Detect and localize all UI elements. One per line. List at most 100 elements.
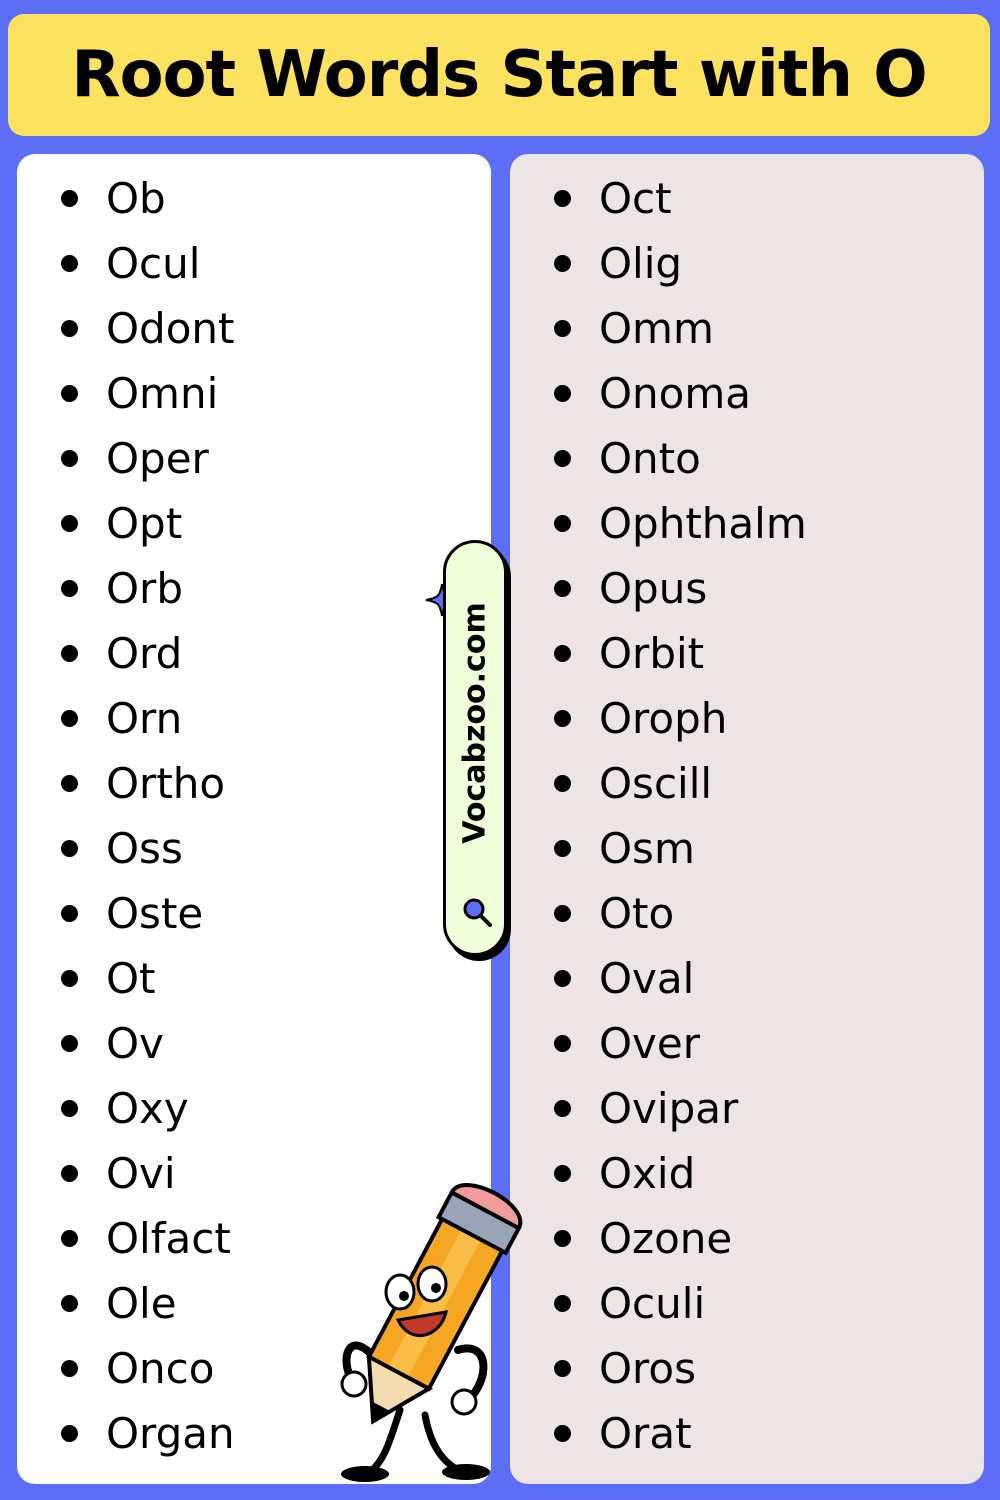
left-word-item: Ov — [61, 1011, 235, 1076]
bullet-icon — [61, 1295, 78, 1312]
root-word: Oss — [106, 824, 183, 873]
right-word-item: Ovipar — [554, 1076, 807, 1141]
root-word: Opt — [106, 499, 183, 548]
root-word: Oxy — [106, 1084, 189, 1133]
root-word: Omm — [599, 304, 714, 353]
right-word-item: Over — [554, 1011, 807, 1076]
root-word: Olig — [599, 239, 683, 288]
root-word: Ortho — [106, 759, 226, 808]
right-word-item: Oroph — [554, 686, 807, 751]
left-word-item: Ortho — [61, 751, 235, 816]
bullet-icon — [554, 1230, 571, 1247]
left-word-item: Orb — [61, 556, 235, 621]
bullet-icon — [554, 1035, 571, 1052]
left-word-item: Organ — [61, 1401, 235, 1466]
bullet-icon — [61, 970, 78, 987]
left-word-item: Ob — [61, 166, 235, 231]
bullet-icon — [61, 515, 78, 532]
right-word-item: Osm — [554, 816, 807, 881]
root-word: Organ — [106, 1409, 235, 1458]
root-word: Oto — [599, 889, 675, 938]
right-word-item: Opus — [554, 556, 807, 621]
left-word-item: Ot — [61, 946, 235, 1011]
root-word: Orn — [106, 694, 183, 743]
right-word-item: Oculi — [554, 1271, 807, 1336]
bullet-icon — [554, 190, 571, 207]
root-word: Oper — [106, 434, 209, 483]
root-word: Ot — [106, 954, 156, 1003]
bullet-icon — [554, 840, 571, 857]
bullet-icon — [554, 1360, 571, 1377]
root-word: Ophthalm — [599, 499, 807, 548]
bullet-icon — [61, 645, 78, 662]
bullet-icon — [61, 255, 78, 272]
root-word: Oste — [106, 889, 204, 938]
bullet-icon — [554, 970, 571, 987]
root-word: Onoma — [599, 369, 752, 418]
root-word: Ord — [106, 629, 183, 678]
bullet-icon — [61, 905, 78, 922]
bullet-icon — [554, 320, 571, 337]
right-word-item: Orat — [554, 1401, 807, 1466]
right-word-item: Oto — [554, 881, 807, 946]
left-word-item: Omni — [61, 361, 235, 426]
bullet-icon — [554, 710, 571, 727]
root-word: Over — [599, 1019, 701, 1068]
bullet-icon — [554, 1295, 571, 1312]
right-word-item: Orbit — [554, 621, 807, 686]
right-word-item: Oval — [554, 946, 807, 1011]
left-word-item: Oss — [61, 816, 235, 881]
root-word: Opus — [599, 564, 708, 613]
root-word: Oroph — [599, 694, 728, 743]
bullet-icon — [61, 320, 78, 337]
root-word: Oct — [599, 174, 672, 223]
root-word: Ozone — [599, 1214, 733, 1263]
bullet-icon — [554, 385, 571, 402]
bullet-icon — [61, 840, 78, 857]
root-word: Ovi — [106, 1149, 176, 1198]
pencil-mascot-illustration — [340, 1183, 523, 1482]
left-word-item: Ord — [61, 621, 235, 686]
bullet-icon — [61, 1035, 78, 1052]
left-word-item: Oper — [61, 426, 235, 491]
bullet-icon — [554, 450, 571, 467]
root-word: Ole — [106, 1279, 177, 1328]
root-word: Onco — [106, 1344, 215, 1393]
bullet-icon — [554, 515, 571, 532]
bullet-icon — [61, 580, 78, 597]
root-word: Orb — [106, 564, 183, 613]
title-banner: Root Words Start with O — [8, 14, 990, 136]
root-word: Osm — [599, 824, 695, 873]
site-badge: Vocabzoo.com — [443, 540, 507, 956]
bullet-icon — [554, 645, 571, 662]
page-title: Root Words Start with O — [71, 38, 927, 112]
left-word-item: Onco — [61, 1336, 235, 1401]
root-word: Oculi — [599, 1279, 706, 1328]
right-word-item: Omm — [554, 296, 807, 361]
left-word-item: Orn — [61, 686, 235, 751]
site-name: Vocabzoo.com — [457, 602, 493, 845]
root-word: Oval — [599, 954, 695, 1003]
left-word-item: Odont — [61, 296, 235, 361]
root-word: Olfact — [106, 1214, 231, 1263]
root-word: Oscill — [599, 759, 713, 808]
right-word-item: Oct — [554, 166, 807, 231]
bullet-icon — [61, 710, 78, 727]
left-word-item: Opt — [61, 491, 235, 556]
right-word-item: Onoma — [554, 361, 807, 426]
bullet-icon — [61, 1100, 78, 1117]
root-word: Oxid — [599, 1149, 696, 1198]
root-word: Omni — [106, 369, 219, 418]
root-word: Orat — [599, 1409, 692, 1458]
bullet-icon — [61, 1425, 78, 1442]
right-word-item: Olig — [554, 231, 807, 296]
root-word: Onto — [599, 434, 701, 483]
bullet-icon — [61, 385, 78, 402]
bullet-icon — [61, 1230, 78, 1247]
right-word-item: Ophthalm — [554, 491, 807, 556]
bullet-icon — [61, 190, 78, 207]
left-word-item: Ole — [61, 1271, 235, 1336]
root-word: Odont — [106, 304, 235, 353]
